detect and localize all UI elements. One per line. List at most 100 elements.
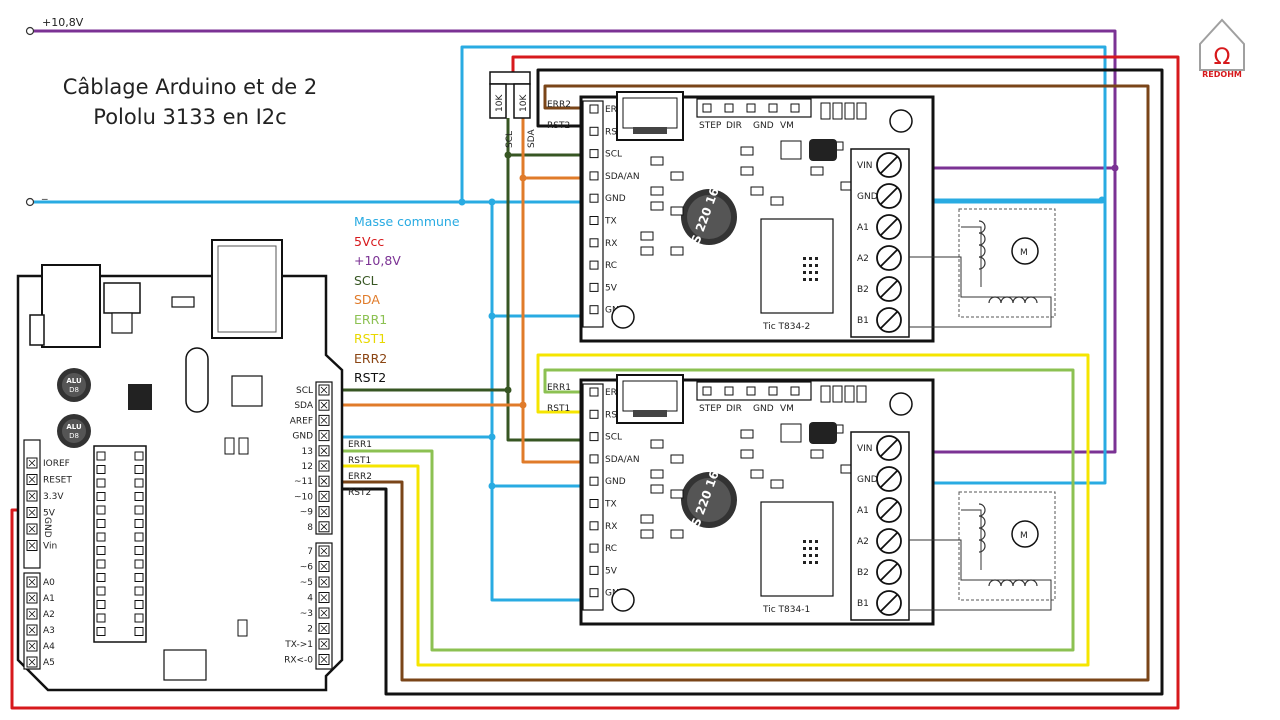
wire-5v [10, 55, 1180, 710]
wire-err1 [335, 368, 1075, 652]
capacitor-1: ALU D8 [57, 368, 91, 402]
svg-text:GND: GND [857, 475, 878, 485]
svg-text:10K: 10K [519, 94, 529, 112]
svg-text:ALU: ALU [66, 377, 82, 385]
icsp-header [163, 649, 207, 681]
arduino-pin-label: A1 [43, 594, 55, 604]
rail-minus-terminal [25, 197, 35, 207]
arduino-pin-label: ~10 [294, 492, 313, 502]
usb-connector [211, 239, 283, 339]
arduino-pin-label: 3.3V [43, 492, 64, 502]
wire-rst2 [335, 68, 1164, 696]
resistor-sda [513, 83, 531, 119]
power-jack [41, 264, 101, 348]
svg-text:SCL: SCL [505, 131, 515, 148]
resistor-scl [489, 83, 507, 119]
legend-item-err2: ERR2 [354, 350, 388, 366]
svg-text:RC: RC [605, 544, 617, 554]
svg-text:Ω: Ω [1214, 45, 1231, 70]
arduino-pin-label: RX<-0 [284, 656, 313, 666]
svg-text:RX: RX [605, 522, 617, 532]
diagram-title: Câblage Arduino et de 2 Pololu 3133 en I… [40, 72, 340, 132]
svg-text:GND: GND [857, 192, 878, 202]
svg-text:5V: 5V [605, 566, 618, 576]
svg-text:ERR2: ERR2 [348, 472, 372, 482]
arduino-pin-label: 4 [307, 594, 313, 604]
svg-text:DIR: DIR [726, 404, 742, 414]
svg-text:5V: 5V [605, 283, 618, 293]
svg-text:A1: A1 [857, 223, 869, 233]
pullup-resistors: 10K 10K SCL SDA [489, 71, 537, 148]
board-wire-label: RST1 [547, 404, 570, 414]
arduino-wire-labels: ERR1 RST1 ERR2 RST2 [348, 440, 372, 498]
board-wire-label: ERR2 [547, 100, 571, 110]
wire-legend: Masse commune 5Vcc +10,8V SCL SDA ERR1 R… [354, 212, 460, 388]
svg-text:VIN: VIN [857, 444, 873, 454]
arduino-pin-label: Vin [43, 542, 57, 552]
board-wire-label: ERR1 [547, 383, 571, 393]
svg-text:M: M [1020, 248, 1028, 258]
arduino-pin-label: GND [42, 517, 52, 538]
crystal [185, 347, 209, 413]
svg-text:RST: RST [605, 127, 623, 137]
arduino-pin-label: A3 [43, 626, 55, 636]
arduino-pin-label: 8 [307, 523, 313, 533]
svg-text:RX: RX [605, 239, 617, 249]
atmega-chip [93, 445, 147, 643]
arduino-pin-label: ~3 [300, 609, 313, 619]
svg-text:ERR1: ERR1 [348, 440, 372, 450]
wire-rst1 [335, 353, 1090, 667]
rail-minus-label: _ [41, 187, 48, 200]
svg-text:RST: RST [605, 410, 623, 420]
tic-board-2: ERRRSTSCLSDA/ANGNDTXRXRC5VGNDSTEPDIRGNDV… [547, 91, 1056, 343]
svg-text:STEP: STEP [699, 404, 722, 414]
capacitor-2: ALU D8 [57, 414, 91, 448]
arduino-pin-label: RESET [43, 476, 72, 486]
svg-text:ERR: ERR [605, 105, 623, 115]
header-digital-bottom [315, 542, 333, 670]
redohm-logo: Ω REDOHM [1199, 18, 1245, 79]
svg-text:DIR: DIR [726, 121, 742, 131]
wire-common-ground [30, 45, 1107, 602]
svg-text:VIN: VIN [857, 161, 873, 171]
svg-text:GND: GND [605, 477, 626, 487]
arduino-pin-label: A2 [43, 610, 55, 620]
svg-text:GND: GND [753, 404, 774, 414]
svg-text:D8: D8 [69, 432, 79, 440]
arduino-pin-label: ~9 [300, 508, 314, 518]
rail-plus-label: +10,8V [42, 16, 84, 29]
svg-text:A1: A1 [857, 506, 869, 516]
legend-item-rst1: RST1 [354, 331, 387, 346]
arduino-board: ALU D8 ALU D8 IOREFRESET3.3V5VGNDVinA0A1… [16, 239, 344, 692]
svg-text:M: M [1020, 531, 1028, 541]
svg-text:B2: B2 [857, 285, 869, 295]
arduino-pin-label: IOREF [43, 459, 70, 469]
svg-text:ALU: ALU [66, 423, 82, 431]
arduino-pin-label: SDA [294, 401, 313, 411]
arduino-pin-label: A4 [43, 642, 55, 652]
arduino-pin-label: AREF [290, 416, 313, 426]
legend-item-err1: ERR1 [354, 311, 388, 327]
svg-text:RC: RC [605, 261, 617, 271]
junction-dots [458, 151, 1119, 490]
arduino-pin-label: A5 [43, 658, 55, 668]
svg-text:TX: TX [604, 217, 617, 227]
legend-item-scl: SCL [354, 272, 378, 288]
svg-text:D8: D8 [69, 386, 79, 394]
arduino-pin-label: ~11 [294, 477, 313, 487]
arduino-pin-label: 13 [302, 447, 313, 457]
arduino-pin-label: ~6 [300, 563, 314, 573]
legend-item-rst2: RST2 [354, 370, 387, 385]
svg-text:STEP: STEP [699, 121, 722, 131]
svg-text:SDA: SDA [527, 129, 537, 148]
legend-item-ground: Masse commune [354, 214, 460, 229]
svg-text:VM: VM [780, 121, 794, 131]
svg-text:A2: A2 [857, 537, 869, 547]
svg-text:GND: GND [753, 121, 774, 131]
tic-board-1: ERRRSTSCLSDA/ANGNDTXRXRC5VGNDSTEPDIRGNDV… [547, 374, 1056, 626]
svg-text:SDA/AN: SDA/AN [605, 455, 640, 465]
svg-text:RST2: RST2 [348, 488, 371, 498]
arduino-pin-label: TX->1 [284, 640, 313, 650]
svg-text:REDOHM: REDOHM [1202, 70, 1242, 79]
arduino-pin-label: A0 [43, 578, 55, 588]
